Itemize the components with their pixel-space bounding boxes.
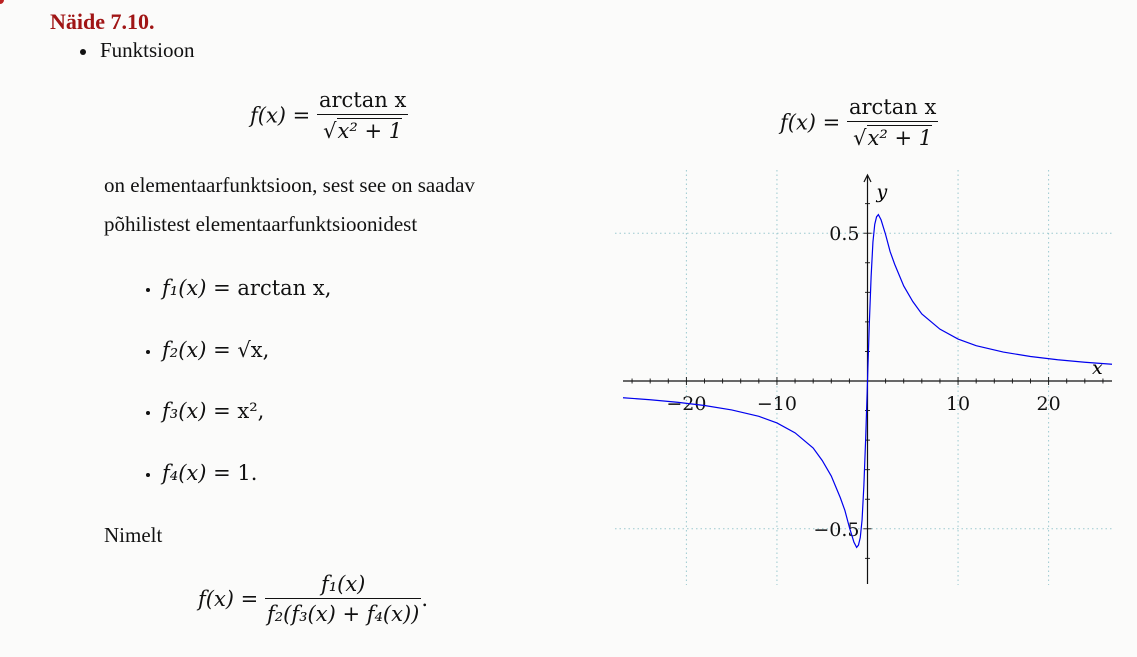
grid	[615, 170, 1112, 585]
list-bullet	[146, 349, 150, 354]
intro-bullet: Funktsioon	[80, 38, 195, 63]
formula-main-lhs: f(x) =	[250, 103, 311, 128]
example-heading: Näide 7.10.	[50, 9, 155, 34]
list-item: f₁(x) = arctan x,	[146, 276, 331, 300]
chart-title-formula: f(x) = arctan x √x² + 1	[780, 95, 939, 150]
chart-title-fraction: arctan x √x² + 1	[846, 95, 939, 150]
list-item-lhs: f₂(x) =	[162, 338, 231, 362]
formula-final: f(x) = f₁(x) f₂(f₃(x) + f₄(x)) .	[198, 572, 428, 626]
formula-main: f(x) = arctan x √x² + 1	[250, 88, 409, 143]
formula-final-fraction: f₁(x) f₂(f₃(x) + f₄(x))	[264, 572, 422, 626]
x-tick-label: −10	[757, 393, 797, 415]
x-tick-label: −20	[666, 393, 706, 415]
list-bullet	[146, 287, 150, 292]
list-item-rhs: x²,	[237, 399, 265, 423]
nimelt-text: Nimelt	[104, 523, 163, 547]
formula-main-denominator: √x² + 1	[316, 114, 409, 143]
formula-final-period: .	[421, 587, 429, 611]
bullet-dot	[80, 49, 86, 56]
list-bullet	[146, 410, 150, 415]
formula-final-numerator: f₁(x)	[320, 572, 366, 596]
list-item-rhs: 1.	[237, 461, 258, 485]
list-item-rhs: arctan x,	[237, 276, 332, 300]
x-axis-label: x	[1092, 357, 1103, 379]
chart-title-numerator: arctan x	[848, 95, 937, 119]
y-axis-label: y	[876, 181, 888, 203]
formula-main-radicand: x² + 1	[336, 118, 403, 143]
list-item: f₂(x) = √x,	[146, 338, 269, 362]
ticks	[631, 203, 1104, 559]
intro-text: Funktsioon	[100, 38, 195, 62]
list-item-lhs: f₁(x) =	[162, 276, 231, 300]
y-axis-arrow	[863, 173, 872, 183]
list-item: f₃(x) = x²,	[146, 399, 264, 423]
chart-title-lhs: f(x) =	[780, 110, 841, 135]
x-tick-label: 20	[1037, 393, 1061, 415]
y-tick-label: 0.5	[829, 223, 859, 245]
function-curve	[622, 213, 1113, 549]
list-item: f₄(x) = 1.	[146, 461, 257, 485]
formula-main-fraction: arctan x √x² + 1	[316, 88, 409, 143]
chart-title-denominator: √x² + 1	[846, 121, 939, 150]
formula-main-numerator: arctan x	[318, 88, 407, 112]
paragraph-line-1: on elementaarfunktsioon, sest see on saa…	[104, 173, 475, 197]
list-item-rhs: √x,	[237, 338, 270, 362]
formula-final-denominator: f₂(f₃(x) + f₄(x))	[264, 598, 422, 626]
formula-final-lhs: f(x) =	[198, 587, 259, 611]
chart-title-radicand: x² + 1	[866, 125, 933, 150]
x-tick-label: 10	[946, 393, 970, 415]
list-bullet	[146, 472, 150, 477]
list-item-lhs: f₃(x) =	[162, 399, 231, 423]
corner-mark	[0, 0, 4, 4]
list-item-lhs: f₄(x) =	[162, 461, 231, 485]
paragraph-line-2: põhilistest elementaarfunktsioonidest	[104, 212, 418, 236]
